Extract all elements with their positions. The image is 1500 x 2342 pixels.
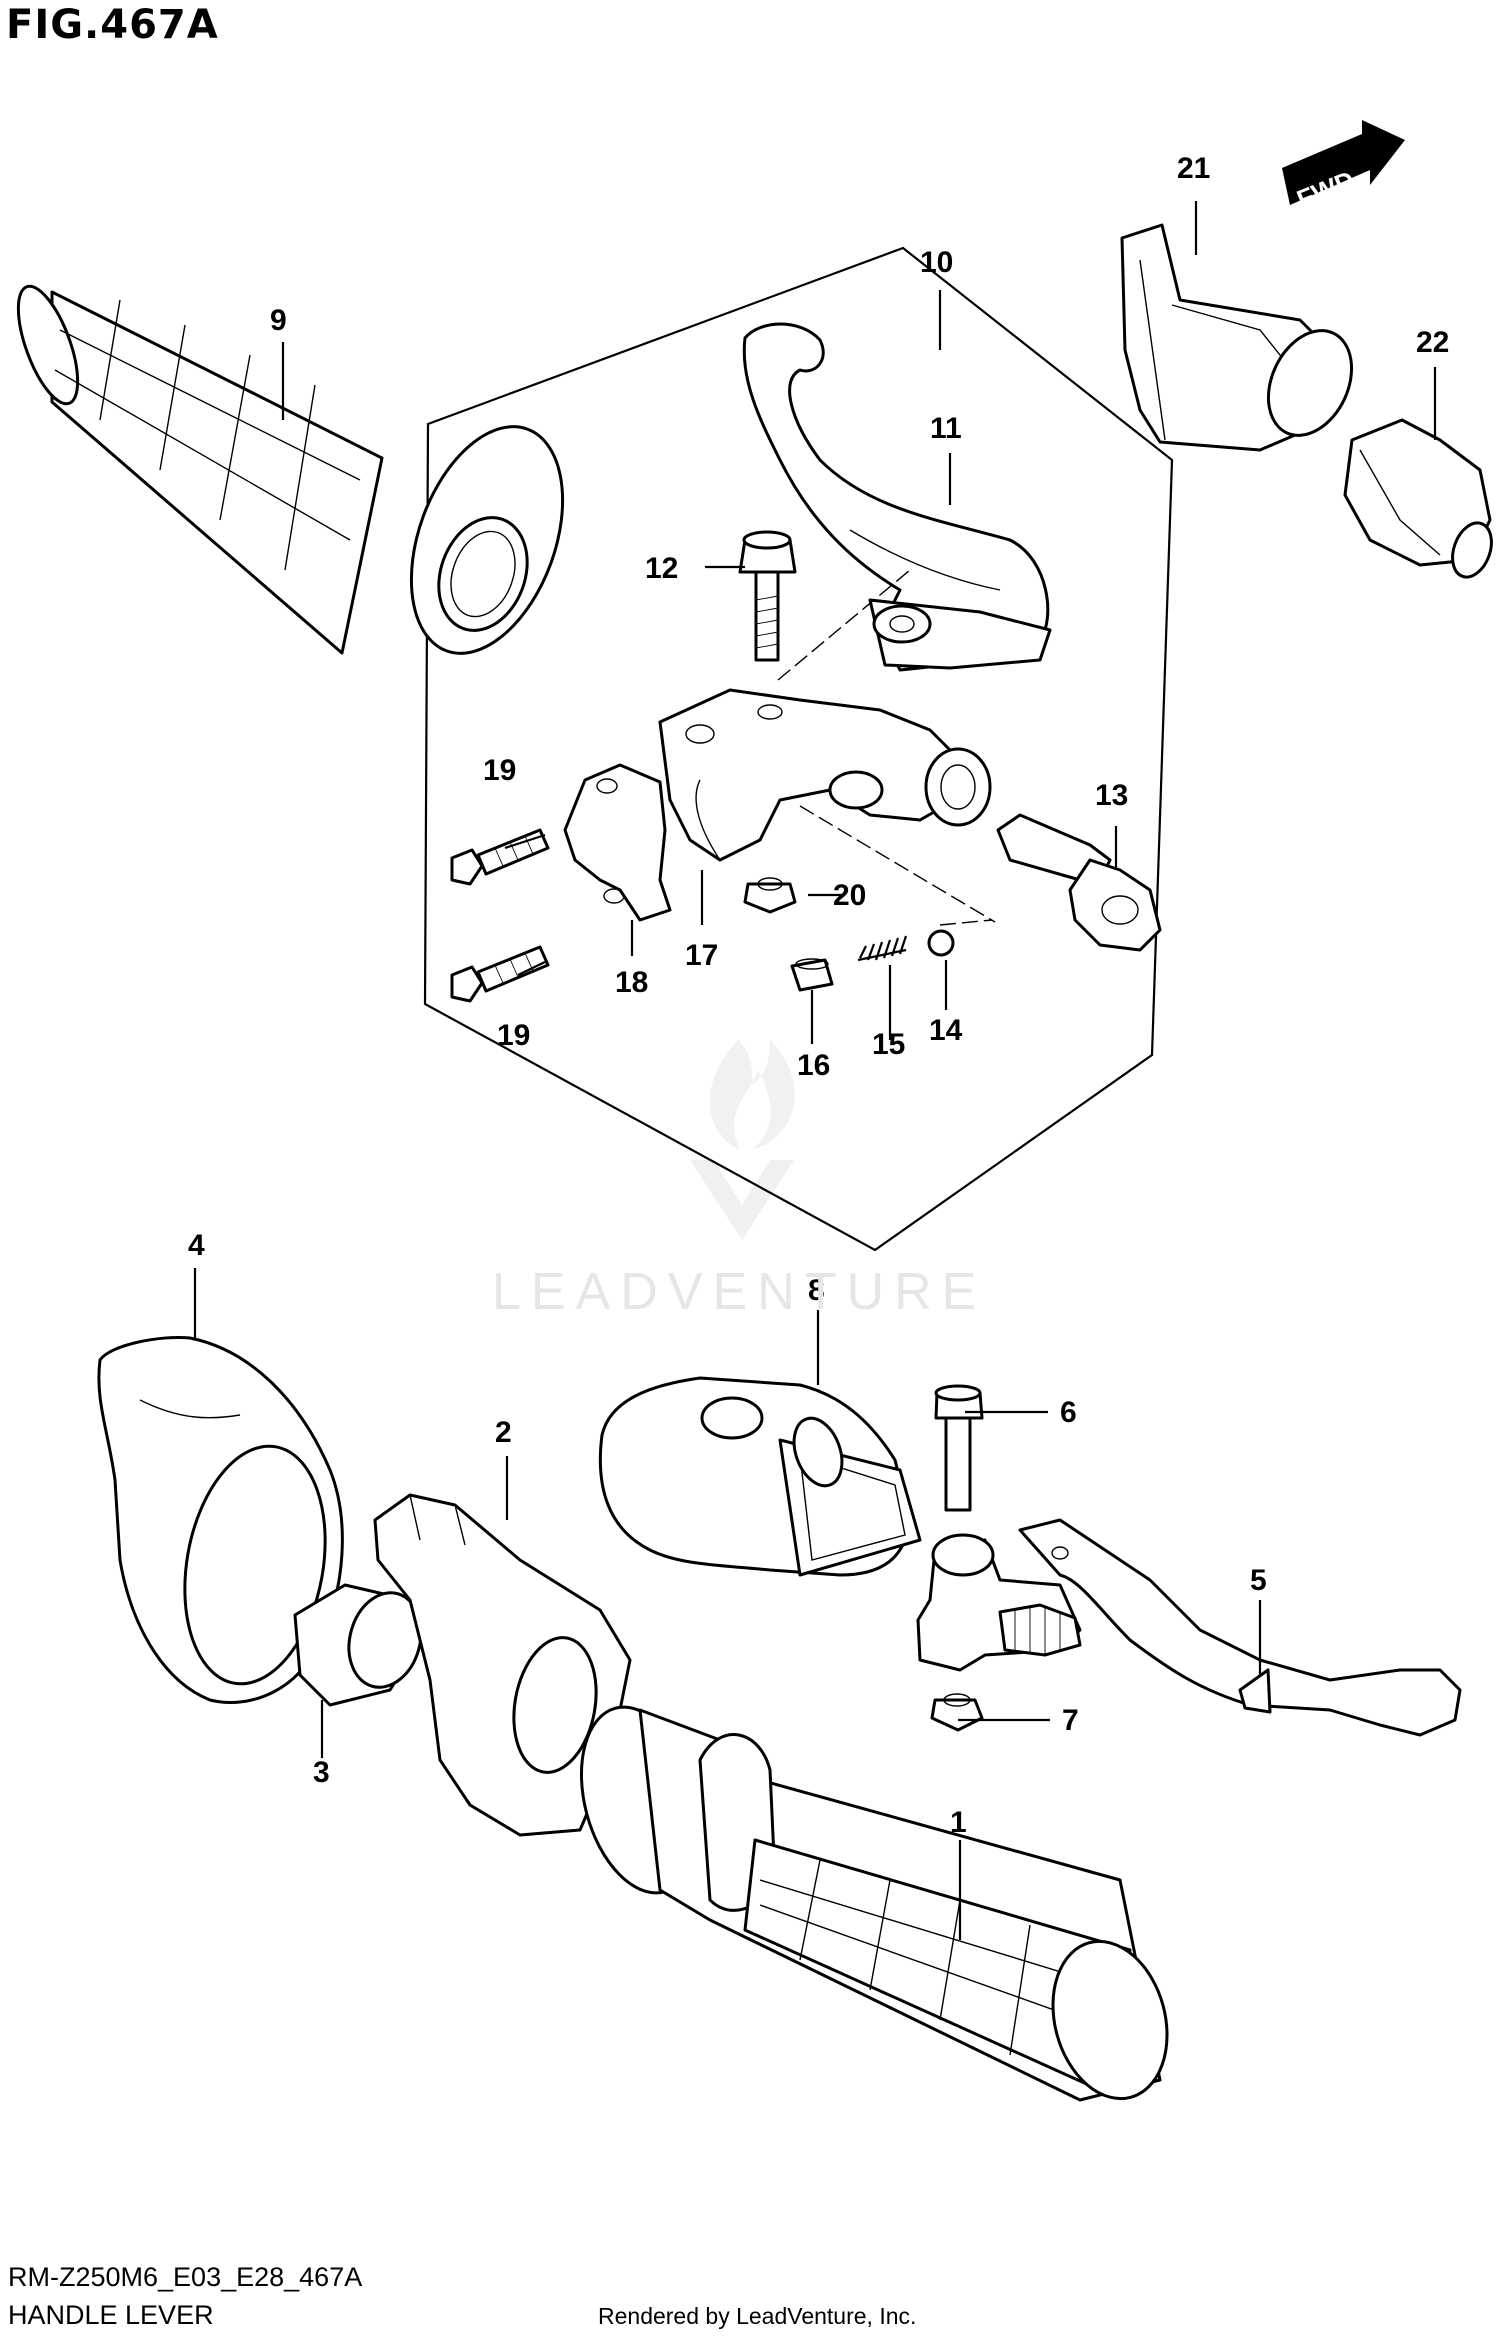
part-3-collar (293, 1583, 423, 1707)
part-5-lever (916, 1518, 1462, 1737)
callout-19b: 19 (497, 1019, 530, 1052)
callout-9: 9 (270, 304, 287, 337)
callout-3: 3 (313, 1756, 330, 1789)
callout-8: 8 (808, 1274, 825, 1307)
figure-description: HANDLE LEVER (8, 2300, 214, 2330)
leader-lines (193, 201, 1437, 1940)
model-code: RM-Z250M6_E03_E28_467A (8, 2262, 363, 2292)
part-21-lever-cover (1120, 223, 1354, 452)
assembly-boundary (423, 246, 1174, 1252)
callout-14: 14 (929, 1014, 963, 1047)
callout-10: 10 (920, 246, 953, 279)
callout-13: 13 (1095, 779, 1128, 812)
callout-19a: 19 (483, 754, 516, 787)
callouts: 9 10 11 12 13 21 22 19 19 18 17 20 16 15… (188, 152, 1449, 1839)
callout-11: 11 (930, 412, 962, 445)
render-credit: Rendered by LeadVenture, Inc. (598, 2303, 917, 2329)
callout-7: 7 (1062, 1704, 1079, 1737)
callout-17: 17 (685, 939, 718, 972)
figure-title: FIG.467A (6, 2, 219, 48)
callout-1: 1 (950, 1806, 967, 1839)
callout-21: 21 (1177, 152, 1210, 185)
callout-16: 16 (797, 1049, 830, 1082)
leadventure-logo-icon (690, 1040, 795, 1240)
part-19-clamp-bolts (450, 828, 550, 1003)
part-10-clutch-lever (742, 322, 1052, 672)
callout-2: 2 (495, 1416, 512, 1449)
callout-18: 18 (615, 966, 648, 999)
part-15-spring (857, 935, 908, 962)
part-16-spring-seat (790, 958, 834, 992)
callout-5: 5 (1250, 1564, 1267, 1597)
part-17-lever-holder (658, 688, 992, 862)
part-9-left-grip (16, 284, 565, 655)
assembly-lines (777, 569, 996, 926)
part-2-holder (373, 1493, 632, 1837)
part-1-right-grip (579, 1705, 1169, 2102)
part-8-boot (598, 1376, 922, 1577)
callout-4: 4 (188, 1229, 205, 1262)
watermark: LEADVENTURE (492, 1263, 987, 1321)
part-7-nut (930, 1693, 984, 1732)
part-14-ball (927, 929, 955, 957)
callout-6: 6 (1060, 1396, 1077, 1429)
part-13-cable-adjuster (996, 813, 1162, 952)
part-12-pivot-bolt (738, 530, 797, 662)
callout-22: 22 (1416, 326, 1449, 359)
forward-arrow-icon: FWD (1282, 120, 1405, 215)
part-6-bolt (934, 1384, 984, 1512)
callout-15: 15 (872, 1028, 905, 1061)
part-20-nut (743, 877, 797, 914)
part-22-adjuster-nut (1343, 418, 1493, 579)
callout-20: 20 (833, 879, 866, 912)
part-18-clamp (563, 763, 672, 922)
callout-12: 12 (645, 552, 678, 585)
